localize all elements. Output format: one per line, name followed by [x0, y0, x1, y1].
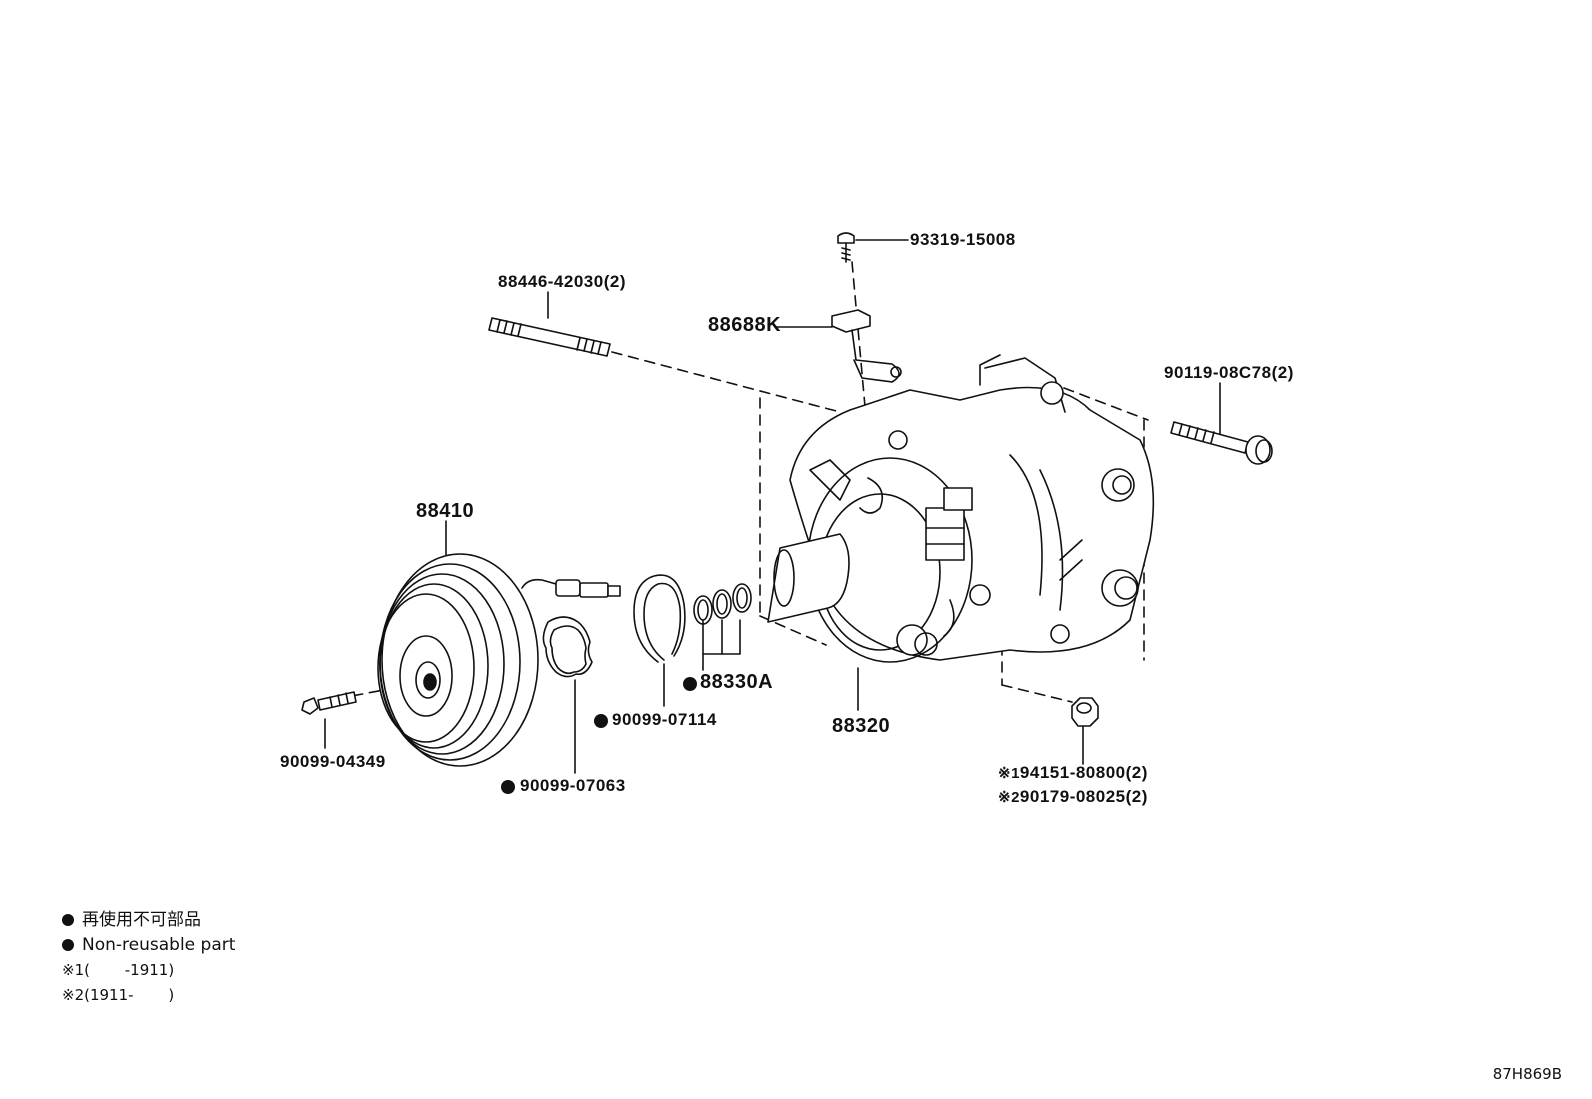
legend-en-text: Non-reusable part: [82, 935, 236, 955]
ref-mark-2: ※2: [998, 789, 1020, 806]
part-number-nut-2: 90179-08025(2): [1019, 787, 1148, 806]
o-ring-icon: [693, 583, 752, 625]
bullet-icon: [62, 914, 74, 926]
screw-icon: [837, 232, 855, 263]
part-label-compressor[interactable]: 88320: [832, 715, 891, 737]
ref-mark-1: ※1: [998, 765, 1020, 782]
bracket-icon: [831, 309, 902, 383]
legend-row-en: Non-reusable part: [62, 933, 235, 958]
snap-ring-icon: [633, 574, 686, 663]
part-number-nut-1: 94151-80800(2): [1019, 763, 1148, 782]
part-label-screw[interactable]: 93319-15008: [910, 230, 1016, 249]
part-label-clutch[interactable]: 88410: [416, 500, 475, 522]
legend-ref-2: ※2(1911- ): [62, 986, 175, 1004]
legend-ref-1: ※1( -1911): [62, 961, 175, 979]
nut-icon: [1071, 697, 1099, 727]
shim-icon: [542, 616, 593, 678]
part-label-shim[interactable]: 90099-07063: [520, 776, 626, 795]
center-bolt-icon: [301, 691, 357, 715]
legend-row-jp: 再使用不可部品: [62, 908, 235, 933]
part-label-stud[interactable]: 88446-42030(2): [498, 272, 626, 291]
bullet-icon: [62, 939, 74, 951]
part-label-bracket[interactable]: 88688K: [708, 314, 782, 336]
part-label-o-rings[interactable]: 88330A: [700, 671, 774, 693]
compressor-body: [767, 354, 1155, 663]
part-label-bolt[interactable]: 90119-08C78(2): [1164, 363, 1294, 382]
part-label-nut-2[interactable]: ※290179-08025(2): [998, 787, 1148, 807]
stud-icon: [488, 317, 611, 357]
bolt-icon: [1170, 421, 1273, 465]
legend: 再使用不可部品 Non-reusable part ※1( -1911) ※2(…: [62, 908, 235, 1008]
part-label-center-bolt[interactable]: 90099-04349: [280, 752, 386, 771]
legend-jp-text: 再使用不可部品: [82, 910, 201, 930]
leader-lines: [324, 239, 1221, 774]
pulley-icon: [377, 553, 621, 767]
part-label-nut-1[interactable]: ※194151-80800(2): [998, 763, 1148, 783]
diagram-code: 87H869B: [1492, 1065, 1562, 1083]
part-label-snap-ring[interactable]: 90099-07114: [612, 710, 717, 729]
non-reusable-markers: [501, 677, 697, 794]
